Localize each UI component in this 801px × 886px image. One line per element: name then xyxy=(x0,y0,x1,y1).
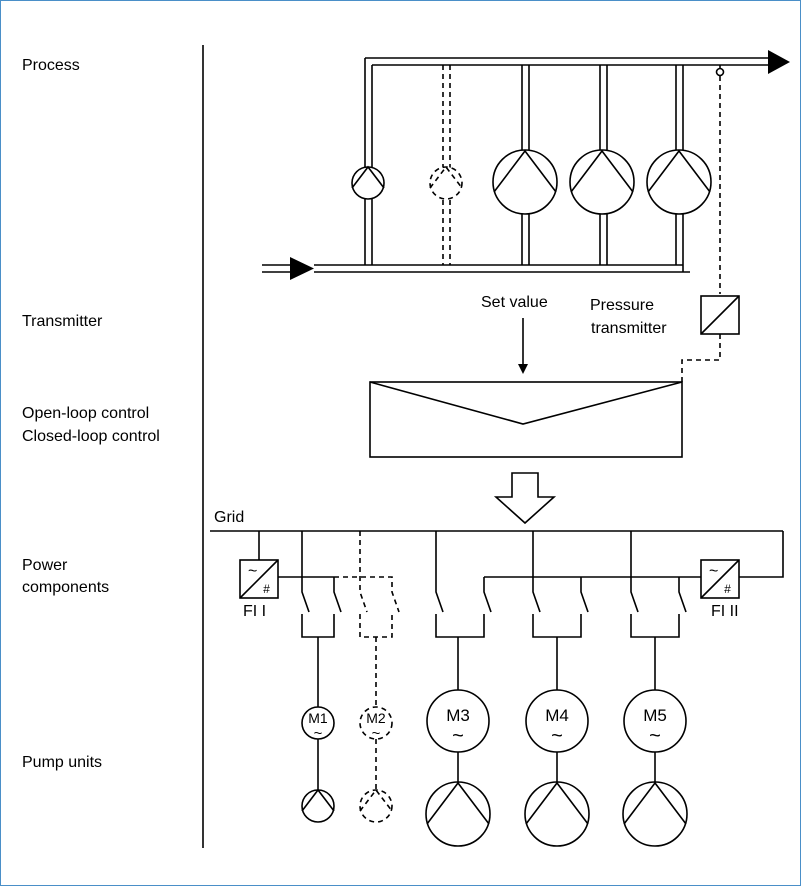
svg-text:~: ~ xyxy=(649,725,661,747)
svg-text:~: ~ xyxy=(551,725,563,747)
frequency-inverter-2-icon: ~ # xyxy=(700,559,740,599)
fi1-label: FI I xyxy=(243,603,266,620)
svg-text:~: ~ xyxy=(372,725,381,742)
section-pump-units: Pump units xyxy=(22,754,102,771)
process-pump-3-icon xyxy=(492,149,558,215)
motor-3-icon: M3 ~ xyxy=(426,689,490,753)
svg-text:#: # xyxy=(724,582,731,596)
switch-block-1 xyxy=(301,531,342,707)
motor-5-icon: M5 ~ xyxy=(623,689,687,753)
controller-box xyxy=(369,381,683,458)
svg-text:M3: M3 xyxy=(446,706,470,725)
frequency-inverter-1-icon: ~ # xyxy=(239,559,279,599)
switch-block-4 xyxy=(532,531,589,690)
svg-text:~: ~ xyxy=(248,563,257,580)
fi2-label: FI II xyxy=(711,603,739,620)
pressure-transmitter-label-2: transmitter xyxy=(591,320,667,337)
process-pump-5-icon xyxy=(646,149,712,215)
switch-block-2 xyxy=(334,531,400,707)
svg-text:#: # xyxy=(263,582,270,596)
unit-pump-4-icon xyxy=(524,781,590,847)
svg-text:M1: M1 xyxy=(308,710,328,726)
outlet-arrow-icon xyxy=(768,50,790,74)
process-piping xyxy=(262,50,790,280)
pressure-tap-icon xyxy=(715,65,725,77)
svg-text:~: ~ xyxy=(709,563,718,580)
section-process: Process xyxy=(22,57,80,74)
grid-label: Grid xyxy=(214,509,244,526)
unit-pump-3-icon xyxy=(425,781,491,847)
section-transmitter: Transmitter xyxy=(22,313,103,330)
unit-pump-1-icon xyxy=(301,788,335,823)
motor-1-icon: M1 ~ xyxy=(301,706,335,742)
transmitter-signal-line xyxy=(681,334,721,382)
unit-pump-2-icon xyxy=(359,788,393,823)
svg-text:M4: M4 xyxy=(545,706,569,725)
svg-text:M5: M5 xyxy=(643,706,667,725)
process-pump-4-icon xyxy=(569,149,635,215)
section-control-line1: Open-loop control xyxy=(22,405,149,422)
svg-text:~: ~ xyxy=(314,725,323,742)
unit-pump-5-icon xyxy=(622,781,688,847)
switch-block-3 xyxy=(435,531,492,690)
pressure-transmitter-icon xyxy=(700,295,740,335)
motor-2-icon: M2 ~ xyxy=(359,706,393,742)
section-control-line2: Closed-loop control xyxy=(22,428,160,445)
switch-block-5 xyxy=(630,531,687,690)
process-pump-1-icon xyxy=(351,165,385,200)
set-value-label: Set value xyxy=(481,294,548,311)
inlet-arrow-icon xyxy=(290,257,314,280)
pressure-transmitter-label-1: Pressure xyxy=(590,297,654,314)
svg-text:M2: M2 xyxy=(366,710,386,726)
process-pump-2-icon xyxy=(429,165,463,200)
section-power-line2: components xyxy=(22,579,109,596)
motor-4-icon: M4 ~ xyxy=(525,689,589,753)
section-power-line1: Power xyxy=(22,557,68,574)
output-arrow-icon xyxy=(493,472,557,525)
svg-text:~: ~ xyxy=(452,725,464,747)
